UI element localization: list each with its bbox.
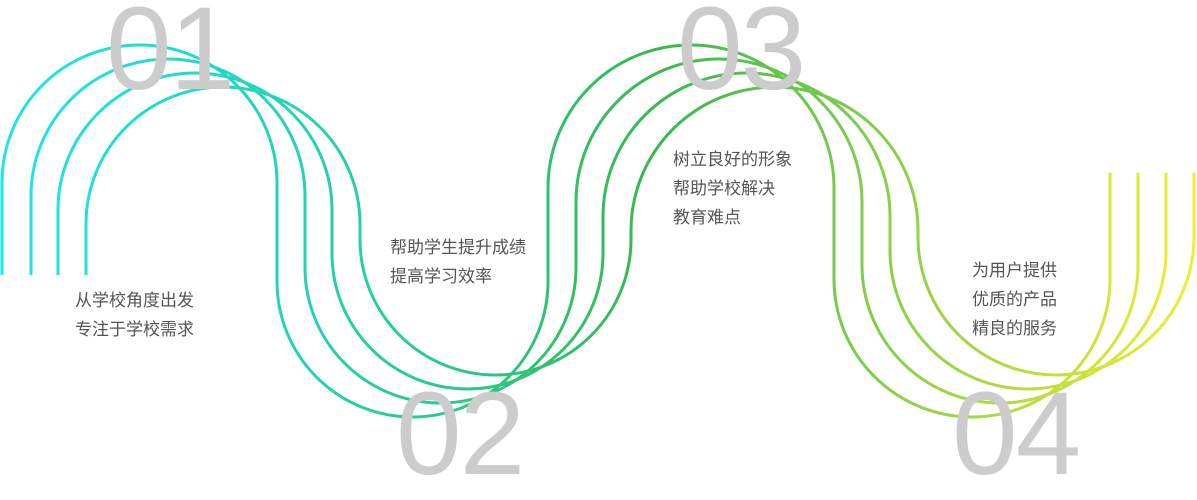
step-caption-line: 精良的服务 bbox=[972, 319, 1057, 339]
step-number-03: 03 bbox=[677, 0, 806, 115]
step-number-01: 01 bbox=[106, 0, 235, 115]
step-caption-line: 帮助学校解决 bbox=[673, 179, 775, 199]
step-caption-03: 树立良好的形象 帮助学校解决 教育难点 bbox=[673, 146, 792, 233]
step-caption-line: 从学校角度出发 bbox=[75, 291, 194, 311]
step-caption-line: 专注于学校需求 bbox=[75, 320, 194, 340]
step-caption-01: 从学校角度出发 专注于学校需求 bbox=[75, 287, 194, 345]
step-caption-line: 树立良好的形象 bbox=[673, 150, 792, 170]
step-caption-line: 帮助学生提升成绩 bbox=[390, 238, 526, 258]
wave-line bbox=[56, 71, 1168, 391]
wave-line bbox=[29, 57, 1140, 405]
step-caption-line: 提高学习效率 bbox=[390, 267, 492, 287]
step-caption-04: 为用户提供 优质的产品 精良的服务 bbox=[972, 257, 1057, 344]
step-caption-line: 教育难点 bbox=[673, 208, 741, 228]
wave-lines bbox=[0, 43, 1196, 419]
wave-line bbox=[84, 85, 1196, 377]
wave-line bbox=[0, 43, 1112, 419]
step-caption-line: 优质的产品 bbox=[972, 290, 1057, 310]
step-number-04: 04 bbox=[952, 368, 1081, 500]
step-caption-02: 帮助学生提升成绩 提高学习效率 bbox=[390, 234, 526, 292]
step-number-02: 02 bbox=[396, 368, 525, 500]
step-caption-line: 为用户提供 bbox=[972, 261, 1057, 281]
